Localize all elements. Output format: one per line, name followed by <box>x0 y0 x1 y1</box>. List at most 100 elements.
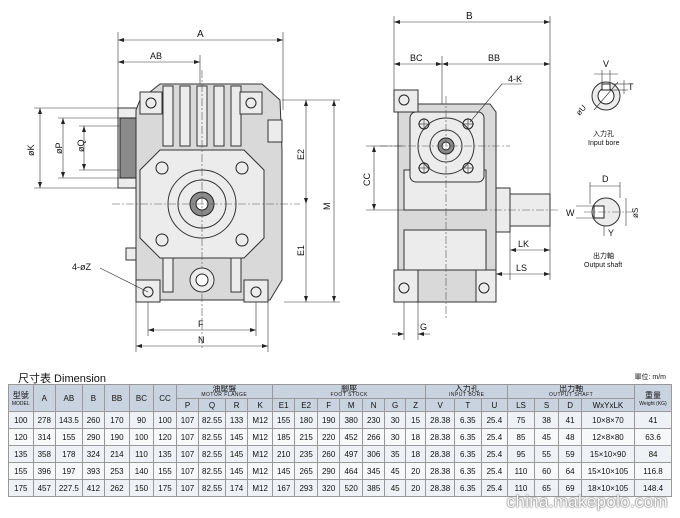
header-col: Z <box>404 398 427 412</box>
table-cell: 155 <box>153 462 177 480</box>
table-cell: 82.55 <box>198 462 226 480</box>
table-cell: 28.38 <box>425 445 456 463</box>
table-unit: 單位: m/m <box>634 374 667 381</box>
table-cell: 45 <box>384 479 406 497</box>
header-col: Q <box>198 398 226 412</box>
header-col: CC <box>153 384 177 412</box>
table-cell: 45 <box>384 462 406 480</box>
dim-T: T <box>628 82 634 92</box>
header-col: B <box>81 384 106 412</box>
watermark: china.makepolo.com <box>506 492 668 511</box>
table-cell: 148.4 <box>634 479 672 497</box>
table-cell: 197 <box>55 462 83 480</box>
side-view: B BC BB <box>362 11 560 340</box>
table-cell: 215 <box>294 428 318 446</box>
table-cell: 63.6 <box>634 428 672 446</box>
table-cell: 214 <box>104 445 130 463</box>
table-cell: 35 <box>384 445 406 463</box>
table-cell: 266 <box>361 428 386 446</box>
table-cell: 18×10×105 <box>580 479 636 497</box>
dim-N: N <box>198 335 205 345</box>
dim-LS: LS <box>516 263 527 273</box>
table-cell: 190 <box>104 428 130 446</box>
header-col: K <box>247 398 273 412</box>
table-cell: 65 <box>533 479 560 497</box>
table-cell: 210 <box>271 445 296 463</box>
table-cell: 452 <box>339 428 363 446</box>
table-cell: 84 <box>634 445 672 463</box>
table-cell: 290 <box>81 428 106 446</box>
header-col: V <box>425 398 456 412</box>
table-cell: 230 <box>361 411 386 429</box>
table-cell: M12 <box>247 428 273 446</box>
table-cell: 314 <box>32 428 57 446</box>
table-cell: 38 <box>533 411 560 429</box>
table-cell: 82.55 <box>198 445 226 463</box>
table-cell: 135 <box>153 445 177 463</box>
table-title: 尺寸表 Dimension <box>18 373 107 385</box>
table-cell: 396 <box>32 462 57 480</box>
table-cell: 345 <box>361 462 386 480</box>
table-cell: 18 <box>404 445 427 463</box>
dim-D: D <box>602 174 609 184</box>
table-cell: 260 <box>316 445 341 463</box>
dim-V: V <box>603 59 609 69</box>
table-cell: 185 <box>271 428 296 446</box>
table-cell: 175 <box>153 479 177 497</box>
table-cell: 265 <box>294 462 318 480</box>
table-cell: 25.4 <box>480 462 509 480</box>
input-bore-detail: V T øU 入力孔 Input bore <box>574 59 634 147</box>
table-cell: 306 <box>361 445 386 463</box>
table-cell: 15×10×90 <box>580 445 636 463</box>
table-cell: 59 <box>558 445 582 463</box>
table-cell: 497 <box>339 445 363 463</box>
table-cell: 170 <box>104 411 130 429</box>
input-bore-label-cn: 入力孔 <box>593 129 614 138</box>
table-cell: 10×8×70 <box>580 411 636 429</box>
header-col: F <box>316 398 341 412</box>
table-cell: 28.38 <box>425 479 456 497</box>
table-cell: 380 <box>339 411 363 429</box>
table-cell: 110 <box>507 462 535 480</box>
table-cell: 18 <box>404 428 427 446</box>
table-cell: 25.4 <box>480 445 509 463</box>
table-cell: 30 <box>384 428 406 446</box>
table-cell: 6.35 <box>454 462 482 480</box>
table-cell: 320 <box>316 479 341 497</box>
table-cell: 262 <box>104 479 130 497</box>
header-col: E1 <box>271 398 296 412</box>
table-cell: 25.4 <box>480 479 509 497</box>
cell-model: 155 <box>8 462 34 480</box>
header-col: BC <box>128 384 155 412</box>
table-cell: 133 <box>224 411 249 429</box>
table-cell: 25.4 <box>480 428 509 446</box>
header-col: U <box>480 398 509 412</box>
label-holes: 4-øZ <box>72 262 92 272</box>
header-col: BB <box>104 384 130 412</box>
table-cell: 48 <box>558 428 582 446</box>
table-cell: 393 <box>81 462 106 480</box>
table-cell: 145 <box>224 462 249 480</box>
table-cell: 145 <box>224 428 249 446</box>
dim-BC: BC <box>410 53 423 63</box>
table-cell: 220 <box>316 428 341 446</box>
table-cell: 464 <box>339 462 363 480</box>
table-cell: M12 <box>247 462 273 480</box>
table-cell: 145 <box>224 445 249 463</box>
table-cell: 385 <box>361 479 386 497</box>
label-4K: 4-K <box>508 74 522 84</box>
table-cell: 155 <box>55 428 83 446</box>
table-cell: 6.35 <box>454 411 482 429</box>
dim-phiQ: øQ <box>76 140 86 153</box>
table-cell: 110 <box>507 479 535 497</box>
dim-G: G <box>420 322 427 332</box>
output-shaft-label-en: Output shaft <box>584 262 622 269</box>
front-view: A AB øK øP øQ <box>26 29 340 352</box>
table-cell: 41 <box>558 411 582 429</box>
